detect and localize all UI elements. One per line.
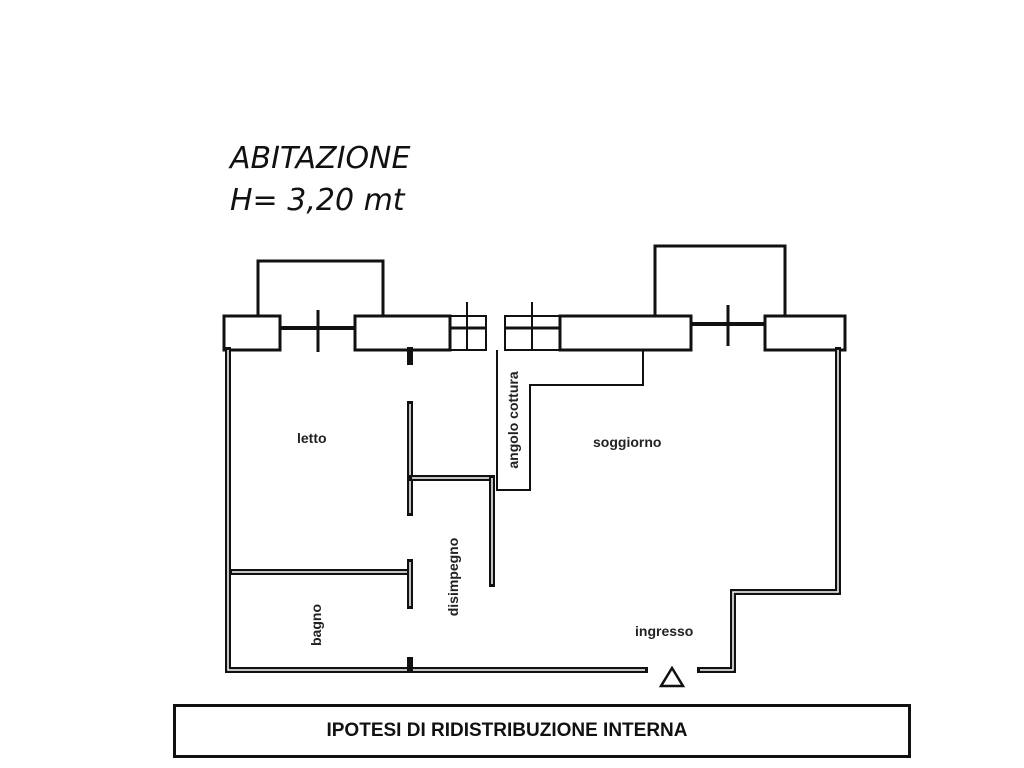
balcony-left bbox=[256, 259, 385, 316]
room-label-soggiorno: soggiorno bbox=[593, 434, 661, 450]
interior-walls bbox=[229, 347, 644, 671]
room-label-disimpegno: disimpegno bbox=[445, 538, 461, 617]
room-label-letto: letto bbox=[297, 430, 327, 446]
room-label-ingresso: ingresso bbox=[635, 623, 693, 639]
caption-text: IPOTESI DI RIDISTRIBUZIONE INTERNA bbox=[326, 720, 688, 741]
outer-walls bbox=[225, 347, 841, 673]
balcony-right bbox=[653, 244, 787, 316]
room-label-angolo-cottura: angolo cottura bbox=[505, 371, 521, 468]
plan-title: ABITAZIONE bbox=[228, 141, 410, 176]
ceiling-height: H= 3,20 mt bbox=[230, 183, 406, 218]
room-label-bagno: bagno bbox=[308, 604, 324, 646]
entrance-triangle-icon bbox=[658, 665, 686, 688]
caption-box: IPOTESI DI RIDISTRIBUZIONE INTERNA bbox=[173, 704, 911, 758]
windows bbox=[280, 302, 765, 352]
